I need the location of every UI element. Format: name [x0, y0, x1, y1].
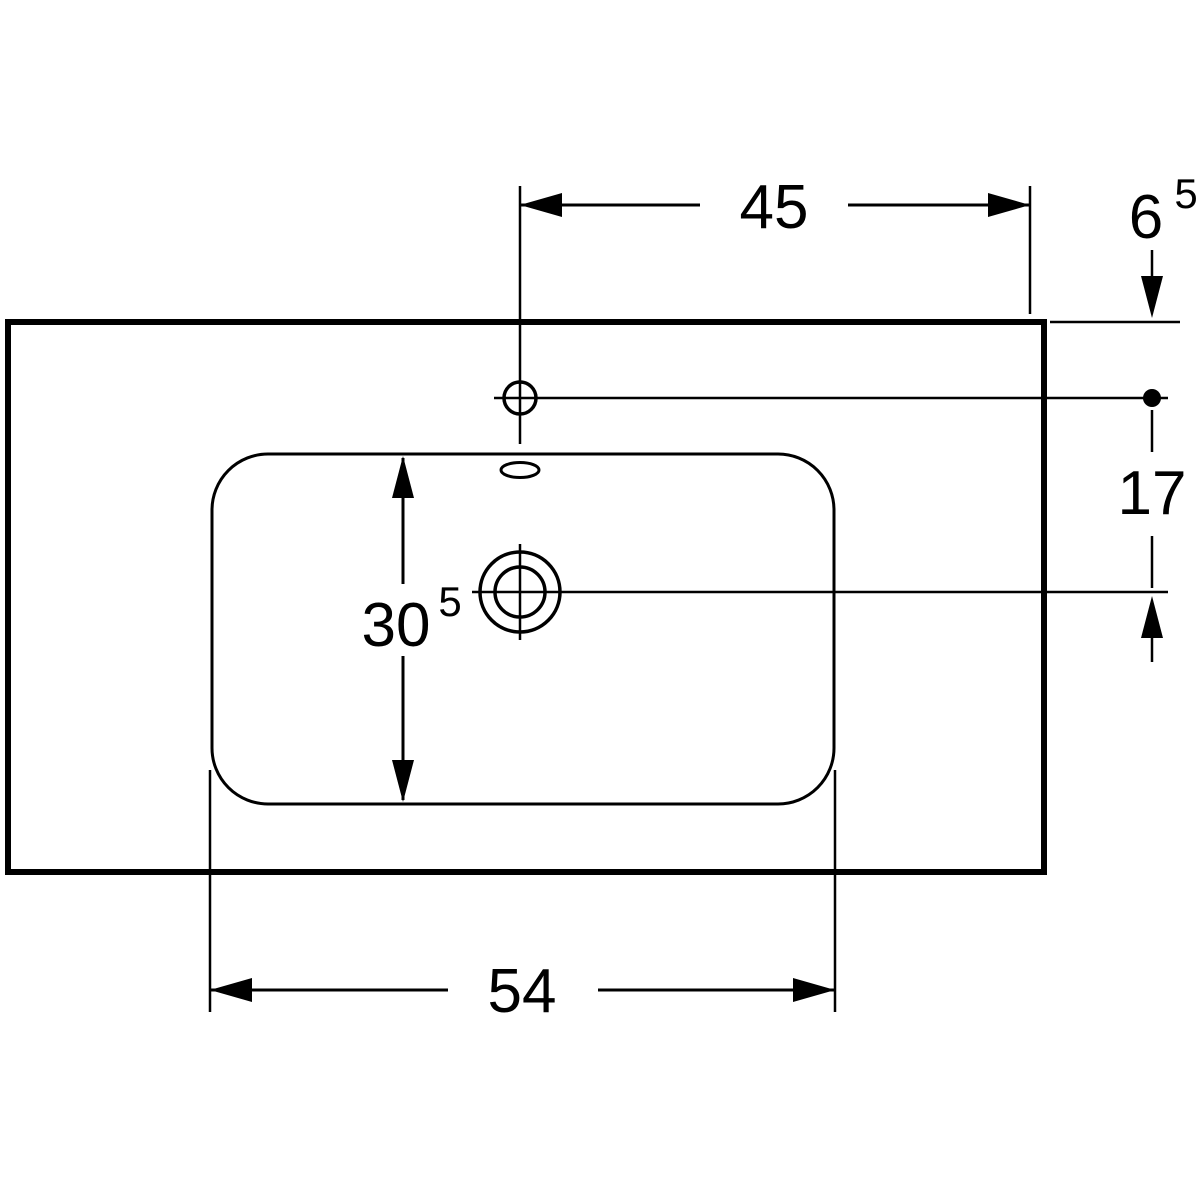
dim-305-arrow-up-icon	[392, 456, 414, 498]
dim-65-arrow-down-icon	[1141, 276, 1163, 318]
dim-54-label: 54	[488, 957, 557, 1026]
dim-45-arrow-right-icon	[988, 193, 1030, 217]
dim-45-label: 45	[740, 173, 809, 242]
dim-17-label: 17	[1118, 459, 1187, 528]
washbasin-outline	[5, 319, 1047, 875]
dim-54-arrow-right-icon	[793, 978, 835, 1002]
dim-17-arrow-up-icon	[1141, 596, 1163, 638]
dim-54-arrow-left-icon	[210, 978, 252, 1002]
dim-305-label-main: 30	[362, 591, 431, 660]
dim-305-arrow-down-icon	[392, 760, 414, 802]
dim-reference-dot	[1143, 389, 1161, 407]
dim-65-label-main: 6	[1129, 183, 1163, 252]
basin-rim-outline	[210, 452, 836, 806]
drain-inner-circle	[493, 565, 547, 619]
dim-45-arrow-left-icon	[520, 193, 562, 217]
drain-outer-circle	[478, 550, 562, 634]
dim-65-label-sup: 5	[1174, 170, 1197, 217]
dim-305-label-sup: 5	[438, 578, 461, 625]
tap-hole	[502, 380, 538, 416]
overflow-slot	[499, 461, 541, 479]
